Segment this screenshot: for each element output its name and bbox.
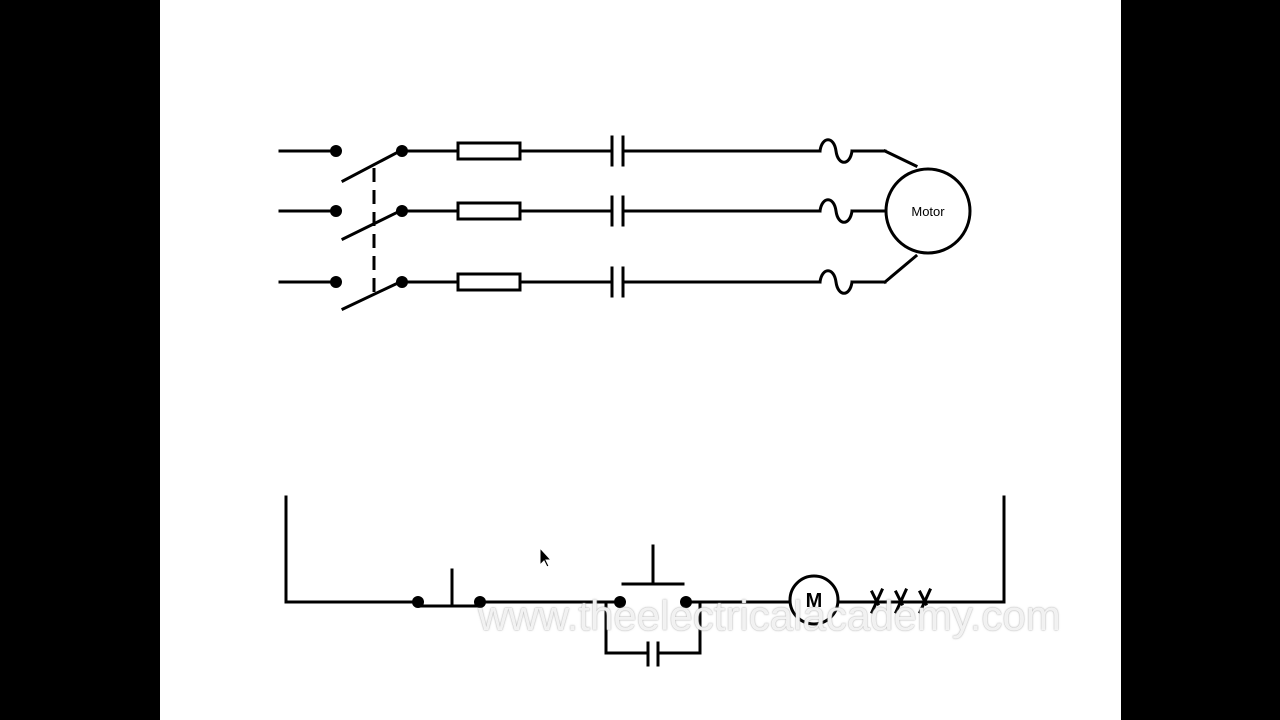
fuse [456, 201, 522, 221]
stop-button [412, 568, 486, 608]
ladder-diagram: Motor [278, 135, 1006, 667]
phase-line-3 [278, 253, 919, 311]
watermark: www.theelectricalacademy.com [478, 592, 1061, 639]
overload-heater [818, 269, 854, 295]
fuse [456, 141, 522, 161]
fuse [456, 272, 522, 292]
motor-symbol [884, 167, 972, 255]
overload-heater [818, 198, 854, 224]
seal-in-contact [604, 600, 702, 667]
disconnect-terminal [330, 276, 342, 288]
diagram-canvas: Motor [160, 0, 1121, 720]
overload-contacts [869, 588, 932, 614]
mouse-cursor-icon [539, 546, 553, 568]
coil-label: M [806, 590, 823, 612]
power-circuit: Motor [278, 135, 972, 311]
overload-heater [818, 138, 854, 164]
disconnect-blade [340, 208, 403, 242]
phase-line-1 [278, 135, 919, 184]
disconnect-blade [341, 280, 402, 311]
motor-label: Motor [911, 204, 945, 219]
disconnect-blade [340, 148, 403, 184]
phase-line-2 [278, 195, 888, 242]
control-circuit: M [284, 495, 1006, 667]
disconnect-terminal [330, 145, 342, 157]
contactor-coil [788, 574, 840, 626]
disconnect-terminal [330, 205, 342, 217]
